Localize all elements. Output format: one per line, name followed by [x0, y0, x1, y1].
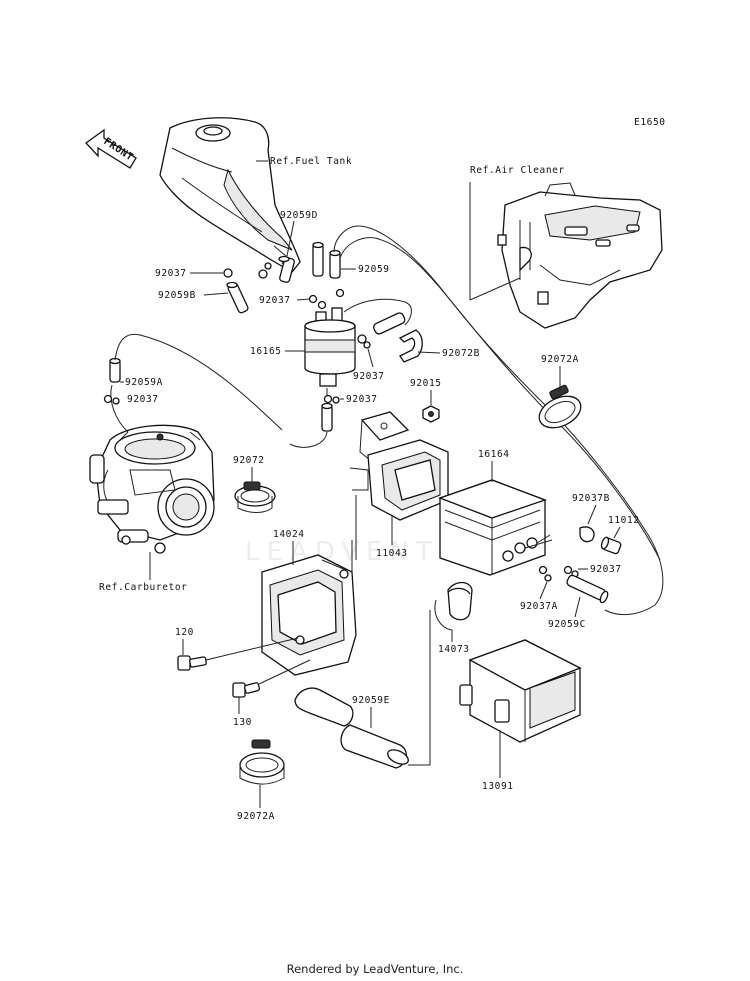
- ref-air-cleaner-label: Ref.Air Cleaner: [470, 165, 565, 176]
- label-92037-b: 92037: [259, 295, 291, 306]
- label-14024: 14024: [273, 529, 305, 540]
- duct-13091-icon: [459, 639, 582, 743]
- clamp-92072A-b-icon: [239, 739, 285, 785]
- canister-16164-icon: [438, 479, 553, 576]
- hose-92059A-icon: [109, 357, 121, 383]
- elbow-14073-icon: [434, 581, 473, 631]
- label-92072B: 92072B: [442, 348, 480, 359]
- clamp-92037-b-icon: [308, 288, 345, 310]
- label-92037-c: 92037: [353, 371, 385, 382]
- ref-fuel-tank-label: Ref.Fuel Tank: [270, 156, 352, 167]
- footer-credit: Rendered by LeadVenture, Inc.: [286, 962, 464, 976]
- label-92059E: 92059E: [352, 695, 390, 706]
- label-92037-a: 92037: [155, 268, 187, 279]
- hose-92059C-icon: [566, 574, 609, 604]
- hose-92059B-icon: [226, 281, 249, 314]
- label-92072: 92072: [233, 455, 265, 466]
- air-cleaner-drawing: [497, 182, 663, 329]
- hose-lower-filter-icon: [321, 402, 333, 432]
- clamp-92072-icon: [234, 481, 276, 513]
- label-92037-d: 92037: [127, 394, 159, 405]
- label-92059D: 92059D: [280, 210, 318, 221]
- label-92059C: 92059C: [548, 619, 586, 630]
- cover-14024-icon: [261, 554, 357, 676]
- clamp-92037B-icon: [579, 526, 595, 543]
- label-92072A-a: 92072A: [541, 354, 579, 365]
- label-92037B: 92037B: [572, 493, 610, 504]
- carburetor-drawing: [89, 424, 215, 554]
- front-arrow-icon: FRONT: [85, 128, 137, 169]
- clamp-92037-e-icon: [323, 394, 340, 404]
- clamp-92037-a-icon: [223, 262, 272, 279]
- clamp-92037A-icon: [538, 565, 552, 582]
- label-13091: 13091: [482, 781, 514, 792]
- label-92059: 92059: [358, 264, 390, 275]
- fuel-filter-16165-icon: [304, 307, 356, 387]
- nut-92015-icon: [422, 405, 440, 423]
- bracket-plate-icon: [359, 411, 410, 461]
- bracket-92072B-icon: [398, 329, 423, 363]
- fuel-tank-drawing: [159, 117, 301, 273]
- label-120: 120: [175, 627, 194, 638]
- bolt-130-icon: [232, 682, 260, 698]
- label-11012: 11012: [608, 515, 640, 526]
- bolt-120-icon: [177, 655, 207, 671]
- label-92059A: 92059A: [125, 377, 163, 388]
- label-92037A: 92037A: [520, 601, 558, 612]
- clamp-92037-d-icon: [103, 394, 120, 405]
- label-92059B: 92059B: [158, 290, 196, 301]
- label-92015: 92015: [410, 378, 442, 389]
- label-92037-e: 92037: [346, 394, 378, 405]
- hose-92059E-icon: [294, 687, 409, 769]
- label-16165: 16165: [250, 346, 282, 357]
- clamp-92072A-a-icon: [538, 384, 582, 429]
- hose-92059-icon: [312, 241, 341, 279]
- label-130: 130: [233, 717, 252, 728]
- holder-11043-icon: [349, 439, 449, 521]
- label-92037-f: 92037: [590, 564, 622, 575]
- label-16164: 16164: [478, 449, 510, 460]
- label-11043: 11043: [376, 548, 408, 559]
- label-14073: 14073: [438, 644, 470, 655]
- hose-92059D-icon: [278, 255, 295, 283]
- label-92072A-b: 92072A: [237, 811, 275, 822]
- clamp-92037-c-icon: [357, 334, 371, 349]
- diagram-code: E1650: [634, 117, 666, 128]
- cap-11012-icon: [600, 536, 622, 555]
- hose-short-icon: [373, 312, 406, 335]
- ref-carburetor-label: Ref.Carburetor: [99, 582, 187, 593]
